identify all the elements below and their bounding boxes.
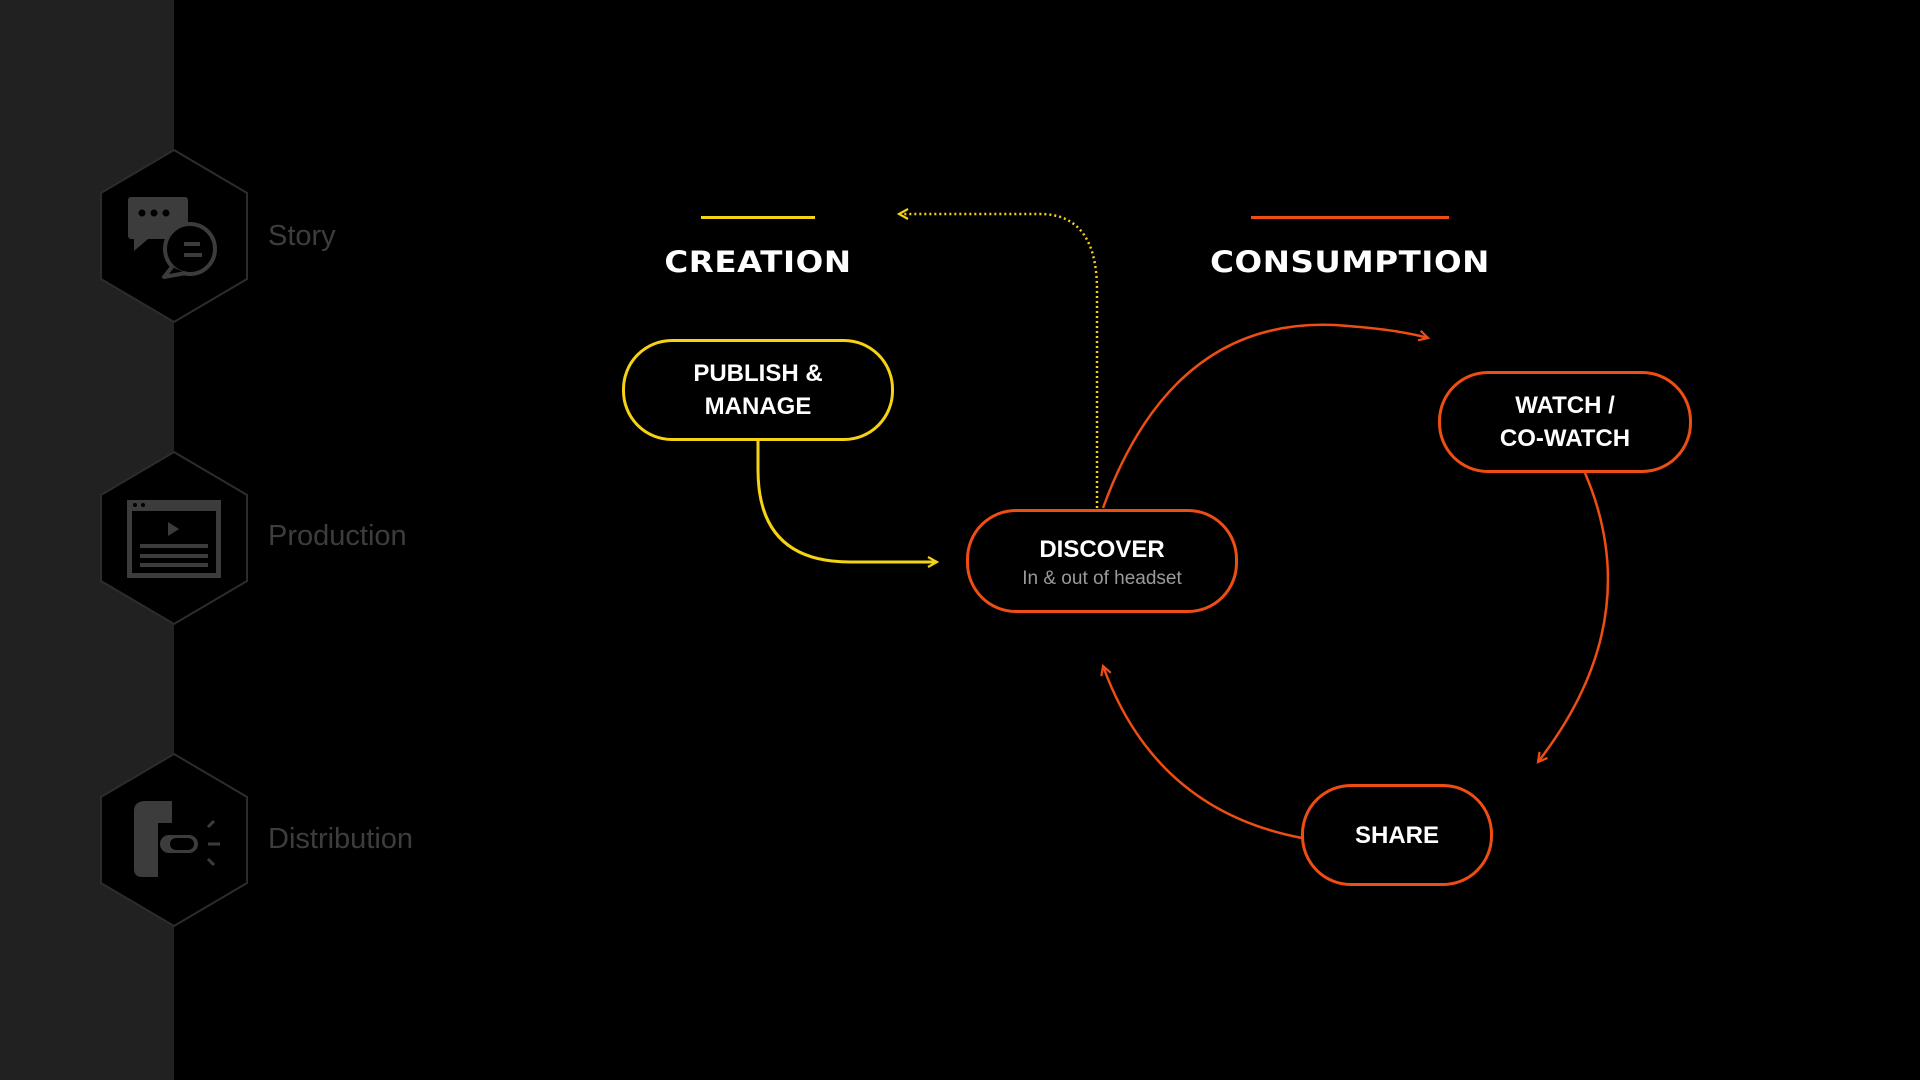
discover-to-watch-arrow bbox=[1101, 323, 1428, 509]
watch-cowatch-label: WATCH / CO-WATCH bbox=[1499, 392, 1631, 452]
discover-to-creation-dotted-arrow bbox=[899, 214, 1099, 508]
sidebar-item-story[interactable] bbox=[99, 148, 259, 324]
creation-title: CREATION bbox=[664, 245, 852, 279]
share-node[interactable]: SHARE bbox=[1301, 784, 1493, 886]
discover-label: DISCOVER bbox=[1039, 535, 1165, 563]
megaphone-hand-icon bbox=[134, 801, 220, 877]
sidebar-item-production[interactable] bbox=[99, 450, 259, 626]
consumption-title: CONSUMPTION bbox=[1210, 245, 1490, 279]
sidebar-item-distribution[interactable] bbox=[99, 752, 259, 928]
discover-node[interactable]: DISCOVER In & out of headset bbox=[966, 509, 1238, 613]
sidebar-item-story-label: Story bbox=[268, 220, 336, 252]
sidebar-item-distribution-label: Distribution bbox=[268, 823, 414, 855]
watch-to-share-arrow bbox=[1538, 472, 1610, 762]
publish-manage-node[interactable]: PUBLISH & MANAGE bbox=[622, 339, 894, 441]
watch-cowatch-node[interactable]: WATCH / CO-WATCH bbox=[1438, 371, 1692, 473]
sidebar-item-production-label: Production bbox=[268, 520, 407, 552]
share-to-discover-arrow bbox=[1103, 666, 1303, 840]
chat-bubbles-icon bbox=[128, 197, 217, 279]
creation-rule bbox=[701, 216, 815, 219]
share-label: SHARE bbox=[1354, 821, 1439, 849]
discover-sublabel: In & out of headset bbox=[1022, 567, 1182, 589]
video-player-icon bbox=[127, 500, 221, 578]
consumption-rule bbox=[1251, 216, 1449, 219]
publish-to-discover-arrow bbox=[756, 440, 937, 562]
publish-manage-label: PUBLISH & MANAGE bbox=[693, 360, 823, 420]
